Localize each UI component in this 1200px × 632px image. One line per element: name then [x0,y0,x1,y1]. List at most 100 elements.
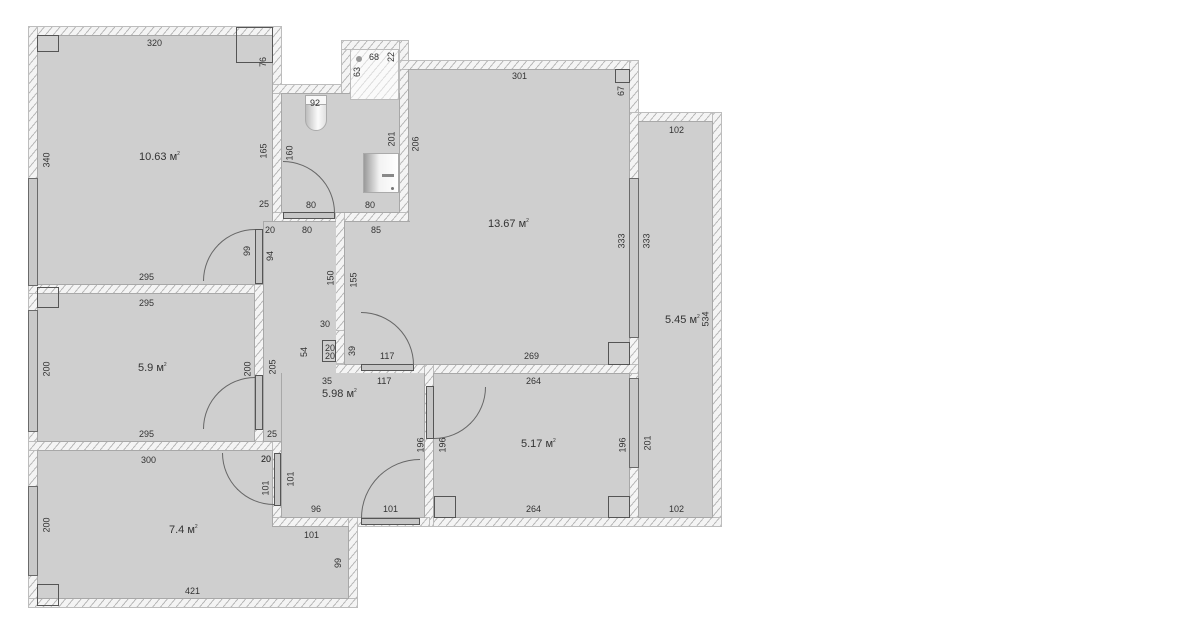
dim-hall-top-b: 80 [302,225,313,235]
dim-room2-left: 200 [41,361,52,377]
dim-balcony-right: 534 [700,311,711,327]
dim-room4-step-side: 99 [333,557,344,569]
dim-shower-side: 22 [386,51,397,63]
area-room2: 5.9 м2 [138,362,167,374]
column-room1-tr [236,27,273,63]
window-room2[interactable] [28,310,38,432]
wall-living-right-upper [629,60,639,120]
column-living-br [608,342,630,365]
dim-hall-corner: 25 [267,429,278,439]
dim-bath-right: 201 [386,131,397,147]
balcony-floor[interactable] [638,121,713,518]
dim-room4-left: 200 [41,517,52,533]
dim-niche-bottom: 35 [322,376,333,386]
area-room3: 5.17 м2 [521,438,556,450]
dim-balcony-top: 102 [669,125,685,135]
wall-room4-bottom [28,598,358,608]
dim-room1-left: 340 [41,152,52,168]
dim-room1-right-upper: 76 [258,56,269,68]
living-room-floor[interactable] [408,69,630,365]
dim-living-door: 117 [380,351,395,361]
dim-room2-top: 295 [139,298,155,308]
hallway-floor-lower[interactable] [281,373,425,518]
dim-niche-b: 20 [325,351,336,361]
dim-room1-right: 165 [258,143,269,159]
door-entry[interactable] [361,518,420,525]
dim-room3-right: 196 [617,437,628,453]
door-room1[interactable] [255,229,263,284]
column-room3-br [608,496,630,518]
column-room1-tl [37,35,59,52]
dim-hall-left: 205 [267,359,278,375]
shower-drain-icon [356,56,362,62]
wall-bottom-right [420,517,722,527]
dim-room4-step-top: 101 [304,530,320,540]
area-balcony: 5.45 м2 [665,314,700,326]
dim-niche-top: 30 [320,319,331,329]
dim-hall-left-lower: 101 [285,471,296,487]
dim-room4-door: 101 [260,480,271,496]
column-room4-bl [37,584,59,606]
dim-bath-bottom-left: 80 [306,200,317,210]
area-living: 13.67 м2 [488,218,529,230]
dim-hall-side-a: 94 [265,250,276,262]
dim-living-bottom: 269 [524,351,540,361]
dim-room3-top: 264 [526,376,542,386]
wall-balcony-right [712,112,722,527]
window-living-balcony[interactable] [629,178,639,338]
dim-balcony-left: 333 [641,233,652,249]
dim-living-top: 301 [512,71,528,81]
dim-balcony-bottom: 102 [669,504,685,514]
column-room2-tl [37,287,59,308]
room-4-floor-step[interactable] [272,526,349,599]
sink-icon[interactable] [363,153,399,193]
area-room4: 7.4 м2 [169,524,198,536]
dim-shower-h: 63 [352,66,363,78]
dim-living-corner: 67 [616,85,627,97]
dim-hall-right: 196 [415,437,426,453]
dim-living-right: 333 [616,233,627,249]
dim-hall-left-top: 20 [261,454,272,464]
area-hallway: 5.98 м2 [322,388,357,400]
dim-niche-side: 54 [299,346,310,358]
window-room4[interactable] [28,486,38,576]
dim-toilet: 92 [310,98,321,108]
dim-room1-door: 99 [242,245,253,257]
door-room4[interactable] [274,453,281,506]
dim-bath-door-side: 160 [284,145,295,161]
dim-room1-top: 320 [147,38,163,48]
door-room3[interactable] [426,386,434,439]
dim-room2-right: 200 [242,361,253,377]
dim-hall-top-c: 85 [371,225,382,235]
dim-bath-outer-right: 206 [410,136,421,152]
wall-room4-step-right [348,517,358,608]
column-niche [322,340,336,362]
dim-room4-top: 300 [141,455,157,465]
dim-room4-corner: 20 [261,454,272,464]
dim-shower-w: 68 [369,52,380,62]
toilet-icon[interactable] [305,95,327,135]
dim-hall-top-a: 20 [265,225,276,235]
dim-hall-bottom: 96 [311,504,322,514]
dim-room3-bottom: 264 [526,504,542,514]
dim-hall-door-bottom: 117 [377,376,392,386]
door-room2[interactable] [255,375,263,430]
dim-bath-bottom-right: 80 [365,200,376,210]
window-room1[interactable] [28,178,38,286]
area-room1: 10.63 м2 [139,151,180,163]
dim-hall-side-c: 155 [348,272,359,288]
door-bathroom[interactable] [283,212,335,219]
dim-niche-c: 39 [347,345,358,357]
dim-room4-bottom: 421 [185,586,201,596]
column-living-tr [615,69,630,83]
dim-hall-side-b: 150 [325,270,336,286]
dim-balcony-lower-left: 201 [642,435,653,451]
column-room3-bl [434,496,456,518]
dim-room3-left: 196 [437,437,448,453]
dim-entry-door: 101 [383,504,399,514]
dim-niche-a: 20 [325,343,336,353]
dim-room1-corner: 25 [259,199,270,209]
window-room3-balcony[interactable] [629,378,639,468]
door-living[interactable] [361,364,414,371]
